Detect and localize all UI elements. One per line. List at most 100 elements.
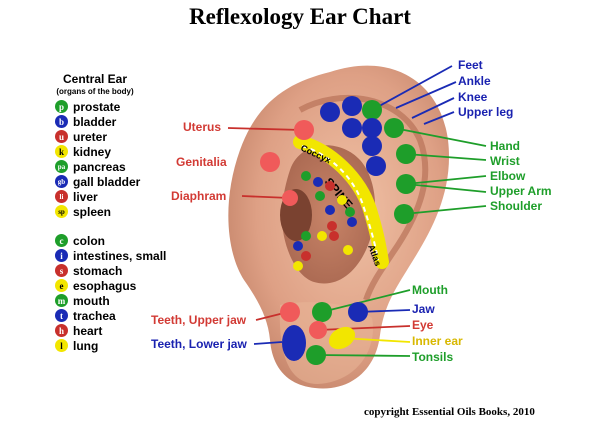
teeth-lower-label: Teeth, Lower jaw <box>151 337 247 351</box>
legend-badge: li <box>55 190 68 203</box>
legend-subheading: (organs of the body) <box>56 87 134 96</box>
legend-label: intestines, small <box>73 248 167 263</box>
organ-dot-mouth <box>301 231 311 241</box>
knee-zone <box>342 96 362 116</box>
organ-dot-esophagus <box>317 231 327 241</box>
teeth-lower-zone <box>282 325 306 361</box>
eye-zone <box>309 321 327 339</box>
upper-arm-label: Upper Arm <box>490 184 552 198</box>
wrist-zone <box>396 144 416 164</box>
feet-label: Feet <box>458 58 483 72</box>
eye-label: Eye <box>412 318 434 332</box>
hip-zone-3 <box>366 156 386 176</box>
legend-item: s stomach <box>55 263 166 278</box>
legend-label: spleen <box>73 204 112 219</box>
ankle-zone <box>362 118 382 138</box>
legend-badge: i <box>55 249 68 262</box>
ankle-label: Ankle <box>458 74 491 88</box>
legend-badge: s <box>55 264 68 277</box>
shoulder-label: Shoulder <box>490 199 543 213</box>
organ-dot-intestines <box>325 205 335 215</box>
legend-badge: pa <box>55 160 68 173</box>
legend-label: stomach <box>73 263 123 278</box>
legend-item: p prostate <box>55 99 140 114</box>
legend-label: lung <box>73 338 99 353</box>
shoulder-line <box>403 205 487 215</box>
upper-arm-line <box>405 183 487 193</box>
legend-item: sp spleen <box>55 204 140 219</box>
organ-dot-colon <box>315 191 325 201</box>
knee-label: Knee <box>458 90 488 104</box>
elbow-line <box>405 175 487 185</box>
diaphram-label: Diaphram <box>171 189 227 203</box>
teeth-upper-zone <box>280 302 300 322</box>
inner-ear-zone <box>328 326 356 350</box>
tonsils-zone <box>306 345 326 365</box>
legend-heading-block: Central Ear (organs of the body) <box>20 72 170 96</box>
hip-zone-1 <box>342 118 362 138</box>
genitalia-label: Genitalia <box>176 155 227 169</box>
legend-badge: sp <box>55 205 68 218</box>
shoulder-zone <box>394 204 414 224</box>
legend-badge: gb <box>55 175 68 188</box>
legend-badge: h <box>55 324 68 337</box>
organ-dot-liver <box>329 231 339 241</box>
diaphram-zone <box>282 190 298 206</box>
uterus-label: Uterus <box>183 120 222 134</box>
hip-zone-2 <box>362 136 382 156</box>
upper-leg-zone <box>320 102 340 122</box>
hand-line <box>393 127 487 147</box>
ankle-line <box>395 81 457 109</box>
wrist-label: Wrist <box>490 154 520 168</box>
elbow-label: Elbow <box>490 169 526 183</box>
legend-label: liver <box>73 189 98 204</box>
legend-label: mouth <box>73 293 110 308</box>
legend-badge: l <box>55 339 68 352</box>
legend-label: esophagus <box>73 278 137 293</box>
legend-item: e esophagus <box>55 278 166 293</box>
chart-title: Reflexology Ear Chart <box>189 4 411 29</box>
organ-dot-kidney <box>337 195 347 205</box>
legend-badge: b <box>55 115 68 128</box>
organ-dot-prostate <box>301 171 311 181</box>
mouth-line <box>321 289 411 313</box>
upper-leg-label: Upper leg <box>458 105 514 119</box>
jaw-zone <box>348 302 368 322</box>
legend-badge: e <box>55 279 68 292</box>
uterus-line <box>227 127 303 131</box>
uterus-zone <box>294 120 314 140</box>
legend-badge: t <box>55 309 68 322</box>
legend-label: prostate <box>73 99 121 114</box>
legend-label: colon <box>73 233 105 248</box>
feet-line <box>371 65 453 111</box>
legend-badge: p <box>55 100 68 113</box>
legend-item: i intestines, small <box>55 248 166 263</box>
genitalia-zone <box>260 152 280 172</box>
inner-ear-label: Inner ear <box>412 334 463 348</box>
organ-dot-trachea <box>293 241 303 251</box>
legend-label: gall bladder <box>73 174 141 189</box>
legend-label: kidney <box>73 144 112 159</box>
legend-badge: m <box>55 294 68 307</box>
legend-badge: k <box>55 145 68 158</box>
legend-badge: c <box>55 234 68 247</box>
organ-dot-pancreas <box>345 207 355 217</box>
knee-line <box>411 97 455 119</box>
legend-label: heart <box>73 323 103 338</box>
organ-dot-bladder <box>313 177 323 187</box>
elbow-zone <box>396 174 416 194</box>
teeth-upper-label: Teeth, Upper jaw <box>151 313 247 327</box>
spine-dash <box>301 145 379 261</box>
teeth-lower-line <box>253 341 283 345</box>
spine-band <box>293 135 389 269</box>
